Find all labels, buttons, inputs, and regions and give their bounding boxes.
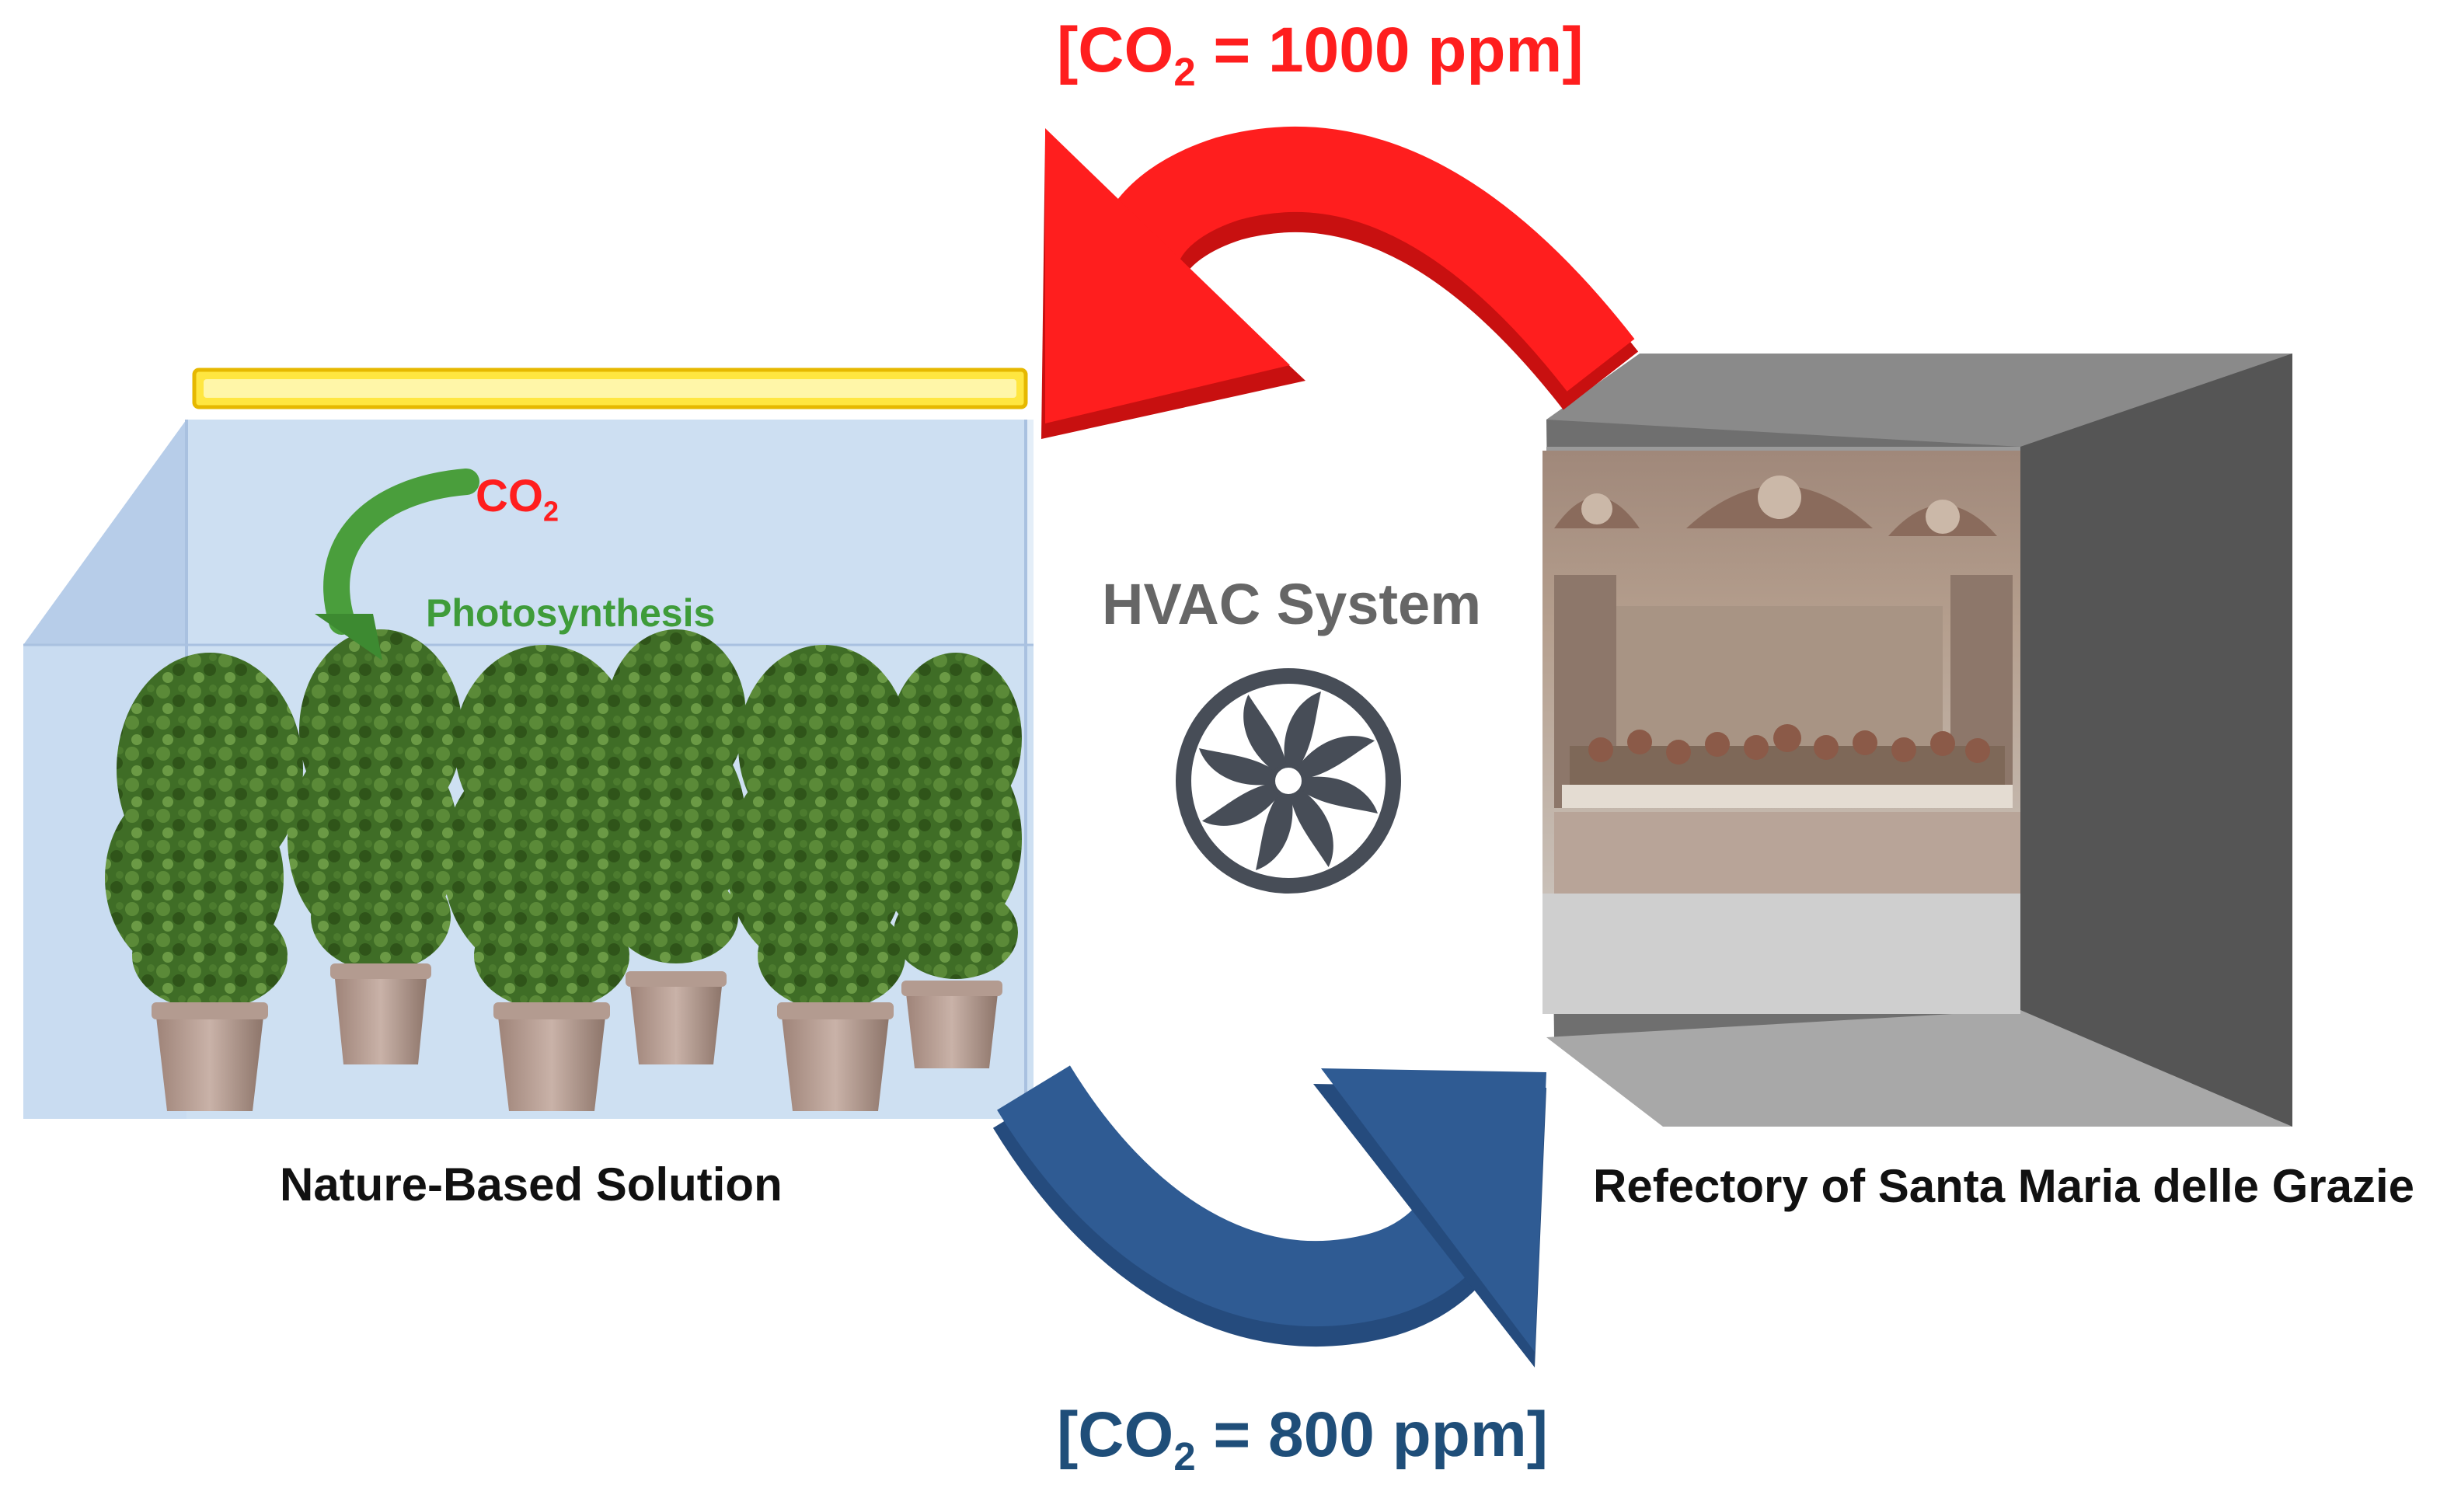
plant-icon [727,645,909,1111]
plant-icon [591,629,746,1064]
box-bottom-face [1546,1010,2292,1127]
plants [105,629,1022,1111]
box-right-face [2020,354,2292,1127]
nature-based-solution-label: Nature-Based Solution [280,1158,783,1211]
plant-icon [874,653,1022,1068]
co2-800-label: [CO2 = 800 ppm] [1057,1399,1549,1479]
plant-icon [105,653,303,1111]
box-top-face [1546,354,2292,447]
plant-icon [288,629,462,1064]
blue-supply-arrow [992,1065,1546,1367]
co2-label: CO2 [476,471,559,528]
photosynthesis-label: Photosynthesis [426,591,716,635]
co2-1000-label: [CO2 = 1000 ppm] [1057,15,1584,94]
plant-icon [443,645,633,1111]
fan-icon [1176,668,1401,894]
red-return-arrow [1041,126,1639,439]
fresco-image [1542,451,2020,1014]
photosynthesis-arrow [315,469,479,660]
led-strip-icon [192,368,1028,409]
hvac-system-label: HVAC System [1102,572,1482,636]
refectory-label: Refectory of Santa Maria delle Grazie [1593,1160,2415,1212]
